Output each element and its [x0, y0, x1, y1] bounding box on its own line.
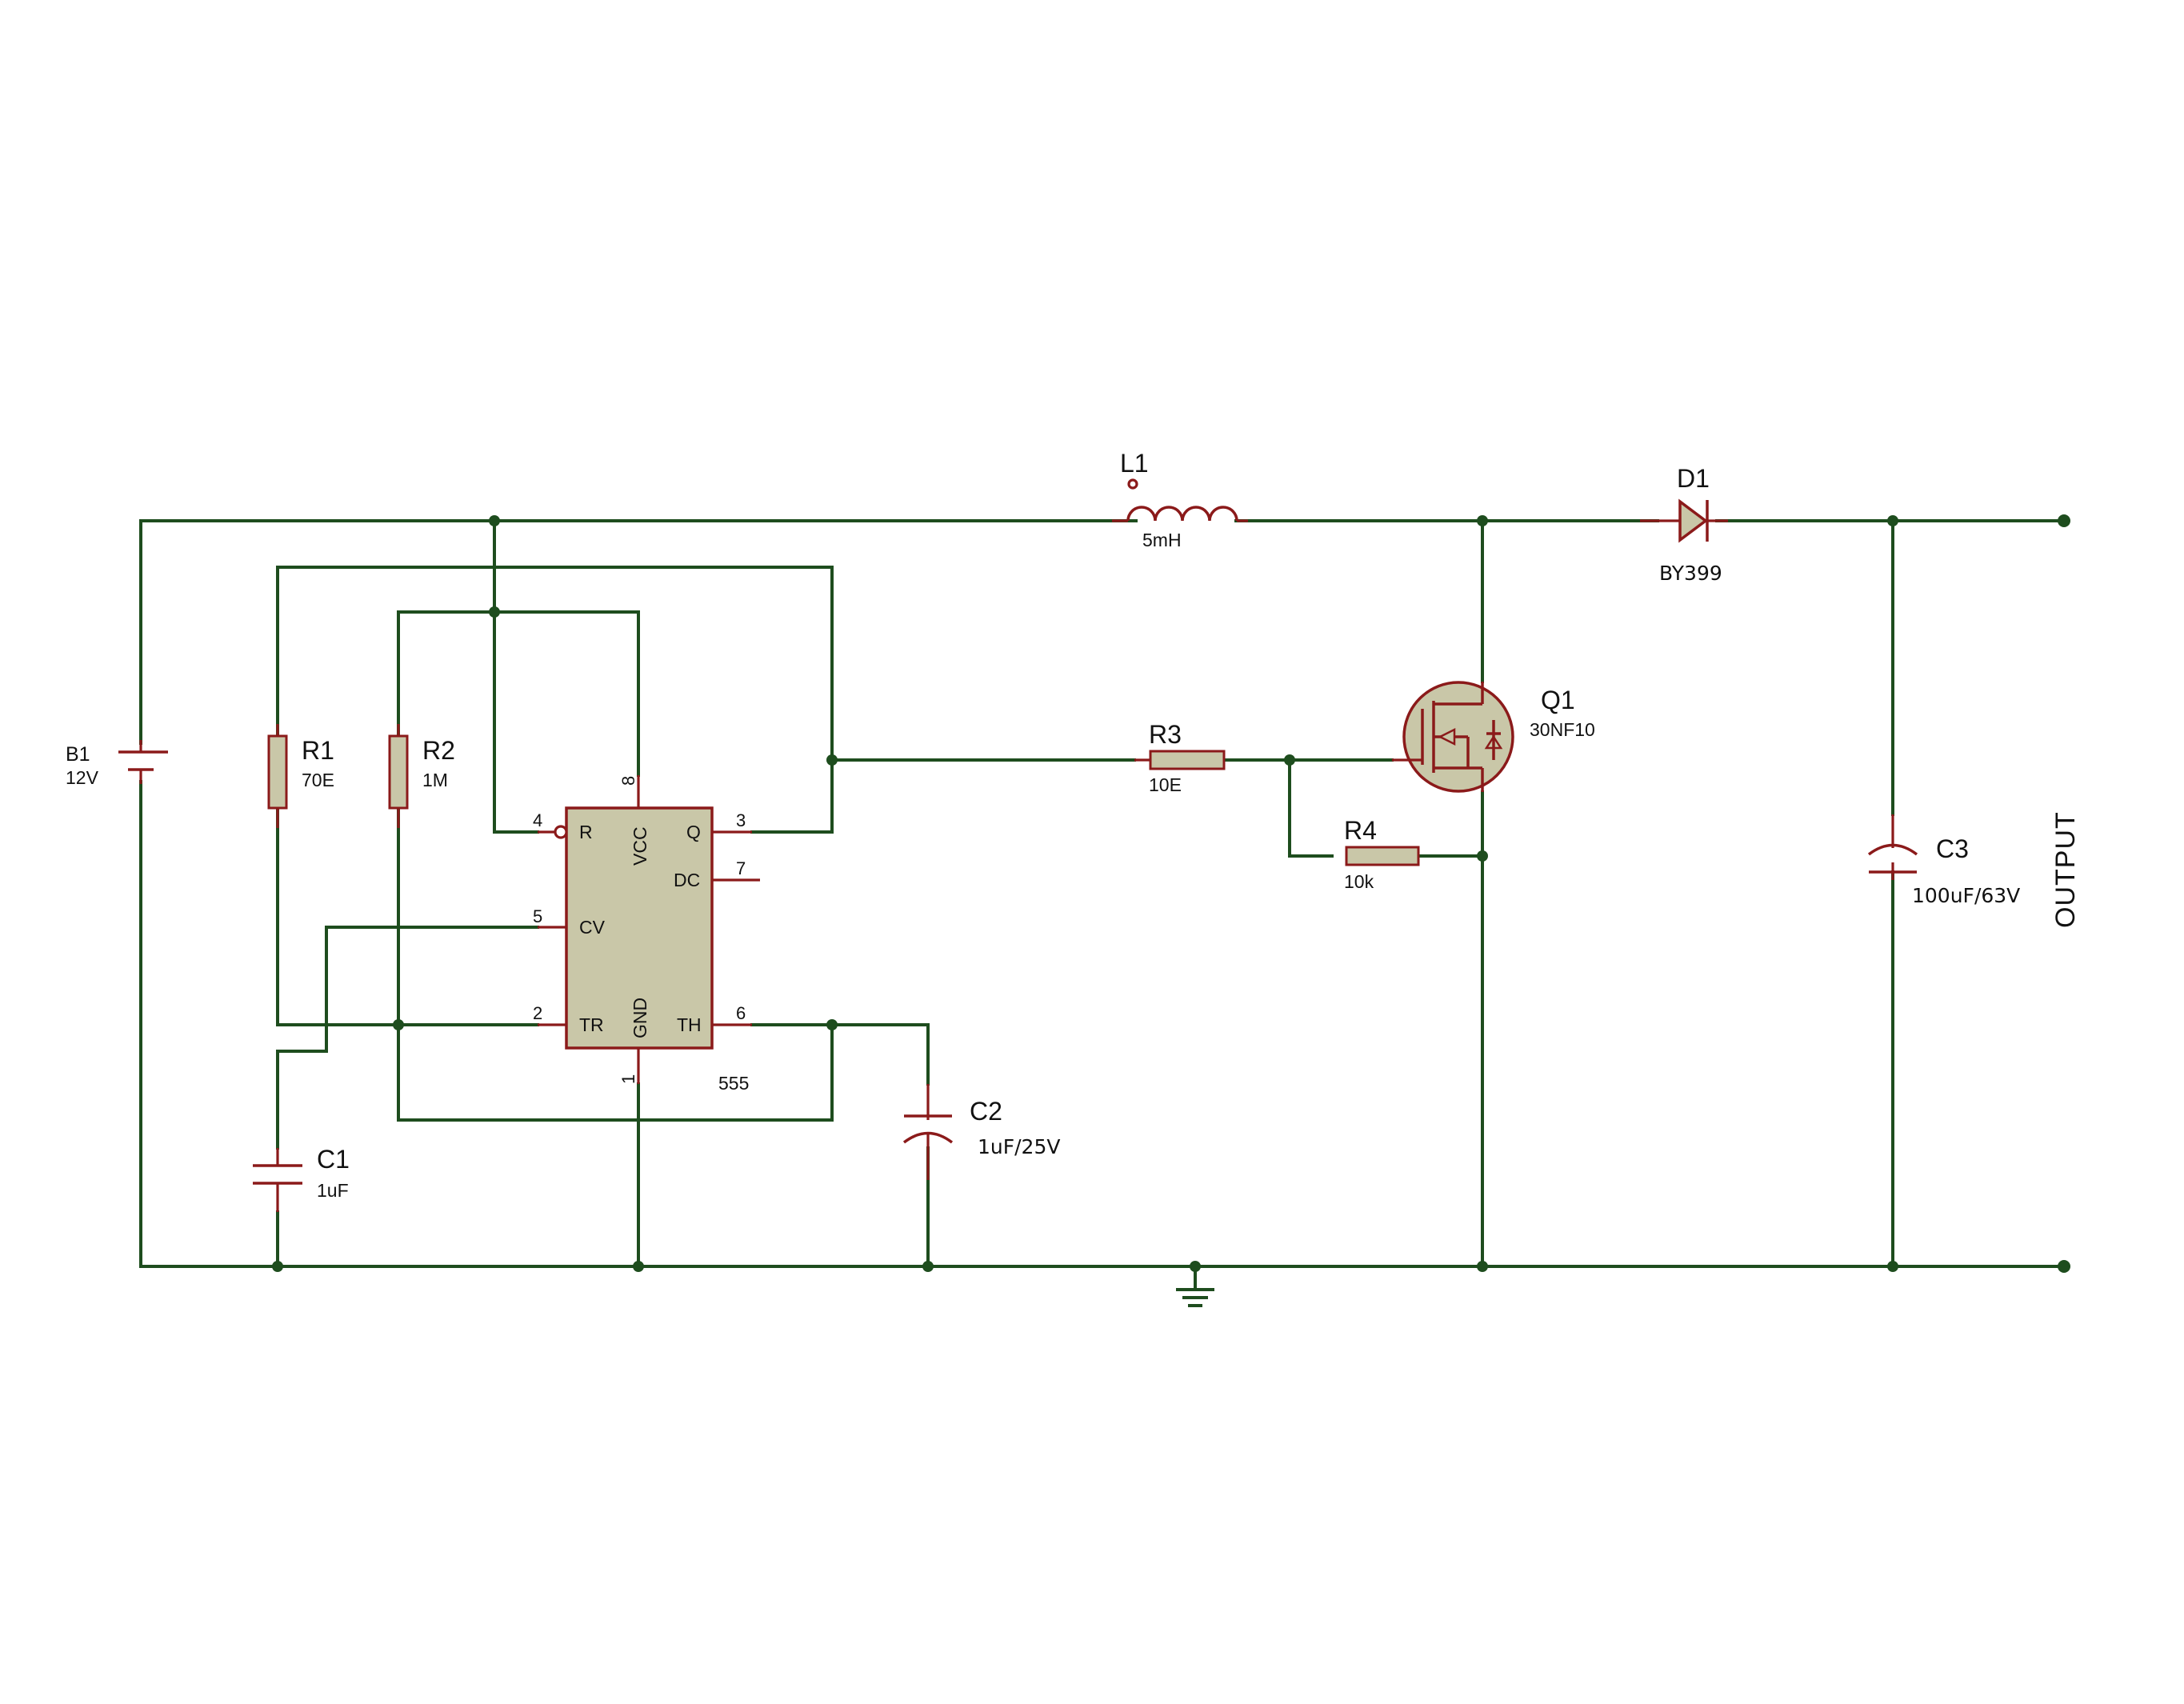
q1-value: 30NF10 — [1530, 719, 1595, 740]
r3-value: 10E — [1149, 774, 1182, 795]
r3-body — [1149, 750, 1226, 770]
pin-name-dc: DC — [674, 870, 700, 890]
output-terminal-top[interactable] — [2058, 514, 2070, 527]
c2-plate-curved — [902, 1131, 954, 1144]
r1-value: 70E — [302, 770, 334, 790]
pin-1-number: 1 — [618, 1074, 638, 1084]
junction-dot — [1477, 1261, 1488, 1272]
r2-ref: R2 — [422, 736, 455, 765]
junction-dot — [1887, 515, 1898, 526]
wire-r4-branch — [1288, 758, 1334, 858]
r2-value: 1M — [422, 770, 448, 790]
r4-ref: R4 — [1344, 816, 1377, 845]
l1-coil — [1126, 506, 1238, 522]
pin-7-number: 7 — [736, 858, 746, 878]
c2-ref: C2 — [970, 1097, 1002, 1126]
pin-name-cv: CV — [579, 917, 606, 938]
wire-th — [750, 1023, 930, 1086]
l1-dot — [1127, 478, 1138, 490]
ground-symbol — [1176, 1265, 1214, 1307]
reset-bubble — [554, 825, 568, 839]
output-terminal-bottom[interactable] — [2058, 1260, 2070, 1273]
junction-dot — [633, 1261, 644, 1272]
r4-body — [1345, 846, 1420, 866]
c1-ref: C1 — [317, 1145, 350, 1174]
junction-dot — [1284, 754, 1295, 766]
r1-ref: R1 — [302, 736, 334, 765]
junction-dot — [489, 515, 500, 526]
capacitor-c1[interactable]: C1 1uF — [253, 1145, 350, 1212]
wires — [139, 519, 2066, 1268]
junction-dot — [272, 1261, 283, 1272]
resistor-r2[interactable]: R2 1M — [388, 724, 455, 828]
ic-555-value: 555 — [718, 1073, 749, 1094]
r3-ref: R3 — [1149, 720, 1182, 749]
c2-value: 1uF/25V — [978, 1135, 1060, 1158]
junction-dot — [1477, 850, 1488, 862]
pin-3-number: 3 — [736, 810, 746, 830]
wire-vcc-bus — [397, 610, 640, 777]
b1-ref: B1 — [66, 743, 90, 766]
pin-2-number: 2 — [533, 1003, 542, 1023]
inductor-l1[interactable]: L1 5mH — [1112, 449, 1248, 550]
d1-triangle — [1678, 498, 1708, 543]
resistor-r3[interactable]: R3 10E — [1134, 720, 1226, 795]
pin-5-number: 5 — [533, 906, 542, 926]
output-label: OUTPUT — [2050, 811, 2081, 928]
pin-6-number: 6 — [736, 1003, 746, 1023]
junction-dot — [826, 1019, 838, 1030]
junction-dot — [1477, 515, 1488, 526]
pin-name-th: TH — [677, 1014, 702, 1035]
pin-name-q: Q — [686, 822, 701, 842]
pin-name-tr: TR — [579, 1014, 604, 1035]
d1-value: BY399 — [1659, 562, 1722, 585]
q1-diode-triangle — [1484, 734, 1503, 750]
resistor-r1[interactable]: R1 70E — [267, 724, 334, 828]
diode-d1[interactable]: D1 BY399 — [1640, 464, 1728, 585]
junctions — [272, 514, 2070, 1273]
pin-4-number: 4 — [533, 810, 542, 830]
pin-8-number: 8 — [618, 776, 638, 786]
l1-ref: L1 — [1120, 449, 1149, 478]
pin-name-reset: R — [579, 822, 593, 842]
junction-dot — [489, 606, 500, 618]
wire-vcc-drop — [493, 519, 539, 834]
wire-r1-top — [276, 566, 834, 834]
ic-555[interactable]: 4 5 2 3 7 6 8 1 R CV TR Q DC TH VCC GND … — [533, 775, 760, 1094]
d1-ref: D1 — [1677, 464, 1710, 493]
pin-name-vcc: VCC — [630, 826, 650, 866]
q1-arrow — [1438, 727, 1456, 746]
r2-body — [388, 734, 409, 810]
b1-value: 12V — [66, 767, 99, 788]
junction-dot — [826, 754, 838, 766]
r1-body — [267, 734, 288, 810]
capacitor-c3[interactable]: C3 100uF/63V — [1867, 814, 2020, 907]
q1-ref: Q1 — [1541, 686, 1575, 714]
wire-cv — [276, 926, 539, 1150]
wire-r2-bottom — [397, 808, 834, 1122]
mosfet-q1[interactable]: Q1 30NF10 — [1392, 681, 1595, 793]
junction-dot — [922, 1261, 934, 1272]
l1-value: 5mH — [1142, 530, 1182, 550]
wire-r1-bottom — [276, 806, 539, 1026]
pin-name-gnd: GND — [630, 998, 650, 1038]
resistor-r4[interactable]: R4 10k — [1344, 816, 1420, 892]
c3-value: 100uF/63V — [1912, 884, 2020, 907]
c3-ref: C3 — [1936, 834, 1969, 863]
battery-b1[interactable]: B1 12V — [66, 740, 168, 788]
c1-value: 1uF — [317, 1180, 349, 1201]
capacitor-c2[interactable]: C2 1uF/25V — [902, 1084, 1060, 1180]
c3-plate-curved — [1867, 843, 1918, 856]
junction-dot — [393, 1019, 404, 1030]
r4-value: 10k — [1344, 871, 1374, 892]
junction-dot — [1887, 1261, 1898, 1272]
